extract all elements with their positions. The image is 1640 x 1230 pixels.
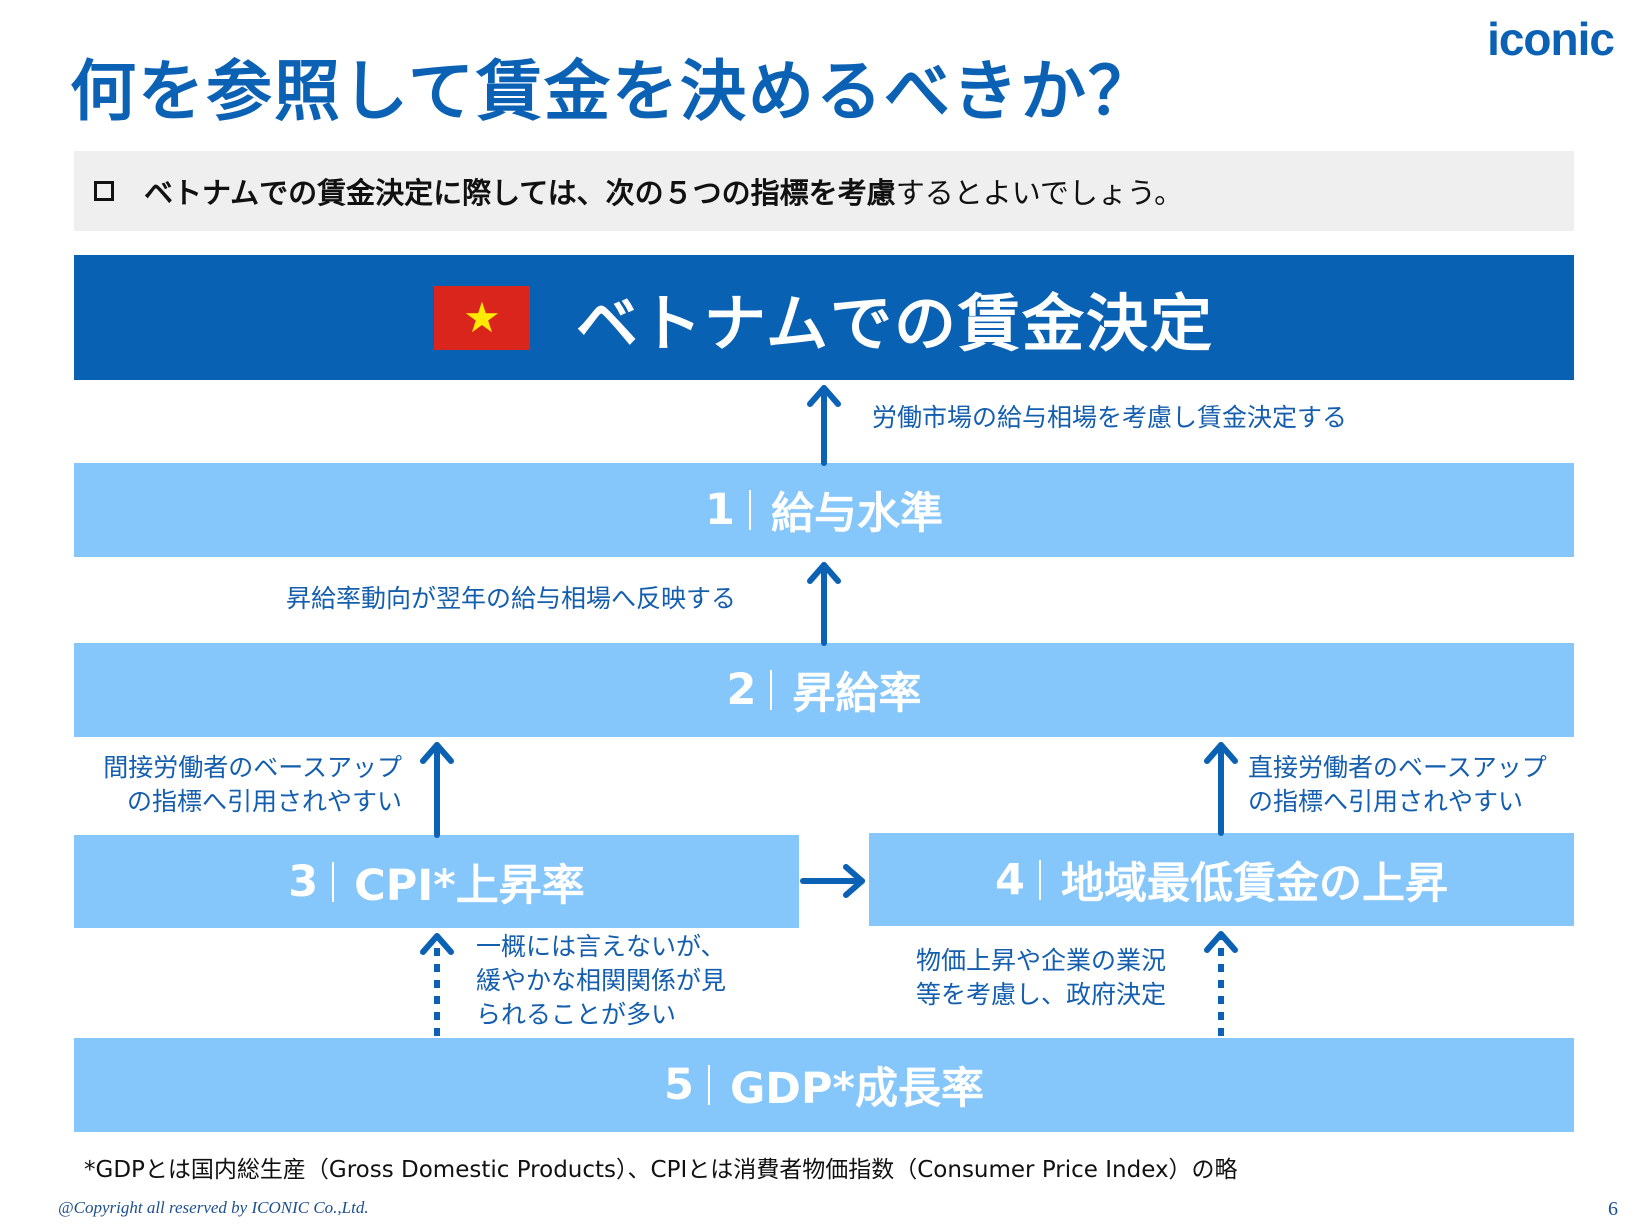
copyright: @Copyright all reserved by ICONIC Co.,Lt… [58,1198,369,1217]
note-line: られることが多い [476,1000,677,1029]
note-line: 緩やかな相関関係が見 [476,966,727,995]
note-line: 等を考慮し、政府決定 [916,980,1167,1009]
indicator-box-4: 4 地域最低賃金の上昇 [869,833,1574,926]
note-line: の指標へ引用されやすい [126,787,402,816]
indicator-box-2: 2 昇給率 [74,643,1574,737]
indicator-number: 3 [288,856,319,907]
indicator-number: 1 [705,485,735,535]
note-raise-trend: 昇給率動向が翌年の給与相場へ反映する [286,584,737,613]
note-gdp-cpi-correlation: 一概には言えないが、 緩やかな相関関係が見 られることが多い [476,930,726,1032]
page-title: 何を参照して賃金を決めるべきか？ [70,53,1157,130]
footnote: *GDPとは国内総生産（Gross Domestic Products）、CPI… [84,1157,1238,1183]
divider [707,1065,710,1105]
arrowhead-up-icon [420,933,454,955]
arrowhead-up-icon [1204,742,1238,764]
vietnam-flag-icon: ★ [433,285,530,350]
arrowhead-up-icon [807,562,841,584]
divider [748,490,751,530]
indicator-box-5: 5 GDP*成長率 [74,1038,1574,1132]
header-title: ベトナムでの賃金決定 [575,286,1215,360]
intro-text-rest: するとよいでしょう。 [895,176,1184,210]
indicator-box-3: 3 CPI*上昇率 [74,835,799,928]
indicator-box-1: 1 給与水準 [74,463,1574,557]
divider [770,670,773,710]
arrowhead-right-icon [843,864,865,898]
indicator-label: 地域最低賃金の上昇 [1060,858,1448,909]
indicator-number: 5 [664,1060,694,1110]
indicator-label: 昇給率 [792,669,922,719]
note-direct-labor: 直接労働者のベースアップ の指標へ引用されやすい [1248,751,1547,819]
note-line: 間接労働者のベースアップ [103,753,402,782]
intro-text: ベトナムでの賃金決定に際しては、次の５つの指標を考慮するとよいでしょう。 [144,170,1183,212]
arrowhead-up-icon [1204,931,1238,953]
iconic-logo: iconic [1487,13,1615,65]
note-market-rate: 労働市場の給与相場を考慮し賃金決定する [872,403,1348,432]
note-indirect-labor: 間接労働者のベースアップ の指標へ引用されやすい [72,751,402,819]
arrowhead-up-icon [807,385,841,407]
note-line: 物価上昇や企業の業況 [916,946,1167,975]
arrowhead-up-icon [420,742,454,764]
intro-banner: ベトナムでの賃金決定に際しては、次の５つの指標を考慮するとよいでしょう。 [74,151,1574,231]
note-government-decision: 物価上昇や企業の業況 等を考慮し、政府決定 [916,944,1166,1012]
indicator-label: CPI*上昇率 [354,860,585,911]
indicator-label: GDP*成長率 [729,1064,984,1114]
indicator-number: 4 [995,854,1025,905]
flag-star-icon: ★ [463,292,501,342]
page-number: 6 [1608,1198,1618,1220]
header-bar: ★ ベトナムでの賃金決定 [74,255,1574,380]
note-line: の指標へ引用されやすい [1248,787,1524,816]
divider [332,861,335,902]
divider [1038,859,1041,900]
note-line: 直接労働者のベースアップ [1248,753,1547,782]
note-line: 一概には言えないが、 [476,932,726,961]
checkbox-icon [94,181,114,201]
indicator-number: 2 [726,665,757,715]
indicator-label: 給与水準 [770,489,943,539]
intro-text-bold: ベトナムでの賃金決定に際しては、次の５つの指標を考慮 [144,176,896,210]
